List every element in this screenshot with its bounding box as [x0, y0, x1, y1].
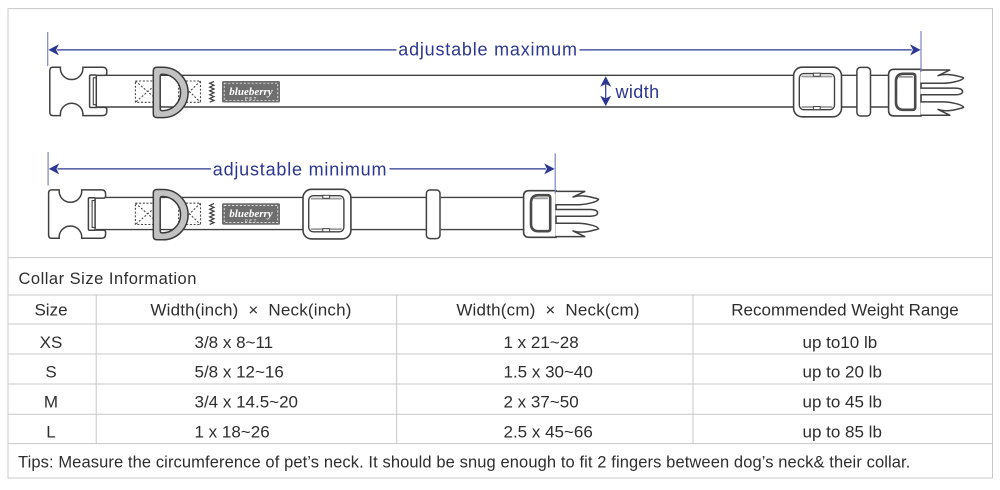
svg-text:up to 45 lb: up to 45 lb — [803, 393, 882, 412]
svg-text:L: L — [46, 422, 55, 441]
svg-text:Width(cm) × Neck(cm): Width(cm) × Neck(cm) — [456, 301, 639, 320]
svg-text:2.5 x 45~66: 2.5 x 45~66 — [504, 422, 593, 441]
svg-text:2 x 37~50: 2 x 37~50 — [504, 393, 579, 412]
svg-text:up to10 lb: up to10 lb — [803, 333, 878, 352]
svg-text:5/8 x 12~16: 5/8 x 12~16 — [195, 363, 284, 382]
svg-text:3/8 x 8~11: 3/8 x 8~11 — [195, 333, 274, 352]
svg-text:3/4 x 14.5~20: 3/4 x 14.5~20 — [195, 393, 299, 412]
svg-text:Tips: Measure the circumferenc: Tips: Measure the circumference of pet’s… — [18, 454, 910, 472]
svg-text:1.5 x 30~40: 1.5 x 30~40 — [504, 363, 593, 382]
svg-text:adjustable maximum: adjustable maximum — [398, 40, 577, 60]
svg-text:M: M — [44, 393, 58, 412]
svg-text:Width(inch) × Neck(inch): Width(inch) × Neck(inch) — [150, 301, 351, 320]
svg-text:Size: Size — [34, 301, 67, 320]
svg-text:width: width — [615, 82, 660, 102]
svg-text:Recommended Weight Range: Recommended Weight Range — [731, 301, 958, 320]
svg-text:adjustable minimum: adjustable minimum — [213, 160, 387, 180]
svg-text:S: S — [45, 363, 56, 382]
svg-text:1 x 21~28: 1 x 21~28 — [504, 333, 579, 352]
svg-text:1 x 18~26: 1 x 18~26 — [195, 422, 270, 441]
svg-text:XS: XS — [40, 333, 63, 352]
svg-text:up to 85 lb: up to 85 lb — [803, 422, 882, 441]
svg-text:up to 20 lb: up to 20 lb — [803, 363, 882, 382]
svg-text:Collar Size Information: Collar Size Information — [19, 270, 197, 288]
